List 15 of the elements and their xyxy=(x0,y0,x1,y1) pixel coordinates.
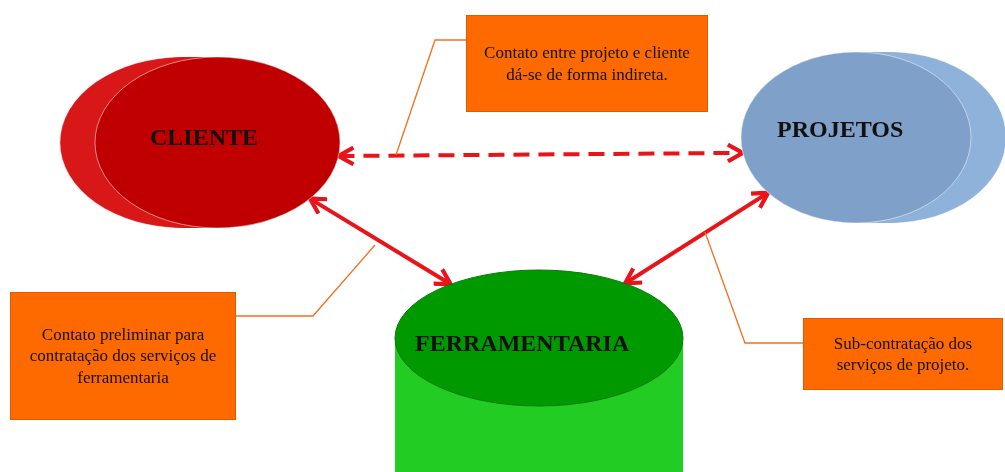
callout-text: Sub-contratação dos serviços de projeto. xyxy=(832,332,974,376)
arrow xyxy=(307,196,453,287)
callout-box xyxy=(466,15,708,112)
node-label: CLIENTE xyxy=(150,124,259,151)
callout-box xyxy=(10,292,236,420)
leader-line xyxy=(704,231,804,344)
arrow xyxy=(622,190,771,286)
node-label: PROJETOS xyxy=(777,116,904,143)
arrow xyxy=(336,142,745,167)
leader-line xyxy=(395,39,467,156)
node-label: FERRAMENTARIA xyxy=(415,330,630,357)
callout-text: Contato entre projeto e cliente dá-se de forma indireta. xyxy=(483,42,691,86)
callout-text: Contato preliminar para contratação dos serviços de ferramentaria xyxy=(28,324,218,389)
callout-box xyxy=(803,318,1003,390)
leader-line xyxy=(235,244,376,317)
